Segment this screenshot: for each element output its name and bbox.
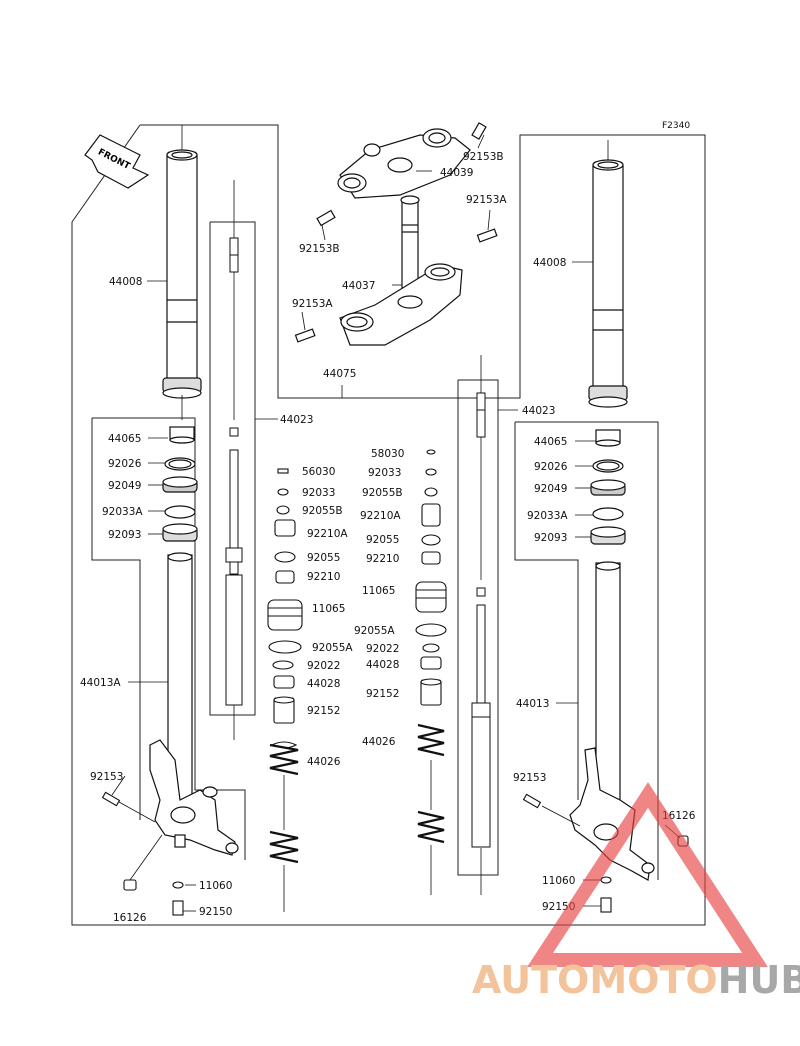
label-92055A-mid: 92055A [312, 642, 353, 654]
label-44023-right: 44023 [522, 405, 555, 417]
label-92055A-right: 92055A [354, 625, 395, 637]
label-44065-left: 44065 [108, 433, 141, 445]
label-92055B-right: 92055B [362, 487, 403, 499]
left-seal-stack [162, 426, 198, 542]
label-44039: 44039 [440, 167, 473, 179]
label-44065-right: 44065 [534, 436, 567, 448]
label-56030: 56030 [302, 466, 335, 478]
outer-tube-right [588, 140, 628, 408]
label-92055-mid: 92055 [307, 552, 340, 564]
label-92152-mid: 92152 [307, 705, 340, 717]
label-11060-left: 11060 [199, 880, 232, 892]
inner-tube-right [569, 561, 655, 881]
upper-triple-clamp [316, 122, 487, 227]
watermark-part2: HUB [718, 958, 800, 1002]
label-58030: 58030 [371, 448, 404, 460]
leader-lines [111, 134, 681, 912]
label-44028-right: 44028 [366, 659, 399, 671]
label-92049-right: 92049 [534, 483, 567, 495]
figure-code: F2340 [662, 121, 690, 131]
label-92210A-right: 92210A [360, 510, 401, 522]
label-92033-right: 92033 [368, 467, 401, 479]
label-44028-mid: 44028 [307, 678, 340, 690]
label-11065-right: 11065 [362, 585, 395, 597]
label-44008-right: 44008 [533, 257, 566, 269]
label-92150-left: 92150 [199, 906, 232, 918]
watermark-text-auto: AUTOMOTOHUB [472, 958, 800, 1002]
watermark-logo: AUTOMOTOHUB [472, 782, 800, 1002]
label-92153A-top: 92153A [466, 194, 507, 206]
steering-stem [294, 195, 498, 346]
right-seal-stack [590, 429, 626, 545]
label-44026-mid: 44026 [307, 756, 341, 768]
watermark-triangle [527, 782, 768, 967]
outer-tube-left [162, 125, 202, 420]
label-92153B-left: 92153B [299, 243, 340, 255]
front-arrow-marker: FRONT [84, 134, 150, 189]
label-92210A-mid: 92210A [307, 528, 348, 540]
watermark-part1: AUTOMOTO [472, 958, 718, 1002]
label-92153B-top: 92153B [463, 151, 504, 163]
label-44026-right: 44026 [362, 736, 396, 748]
label-92055B-mid: 92055B [302, 505, 343, 517]
mid-right-parts [415, 449, 447, 895]
label-44013: 44013 [516, 698, 549, 710]
label-44013A: 44013A [80, 677, 121, 689]
label-44008-left: 44008 [109, 276, 142, 288]
label-16126-left: 16126 [113, 912, 147, 924]
label-92022-mid: 92022 [307, 660, 340, 672]
label-92049-left: 92049 [108, 480, 141, 492]
label-44075: 44075 [323, 368, 356, 380]
label-92210-mid: 92210 [307, 571, 340, 583]
label-92026-left: 92026 [108, 458, 142, 470]
damper-rod-right [471, 355, 491, 895]
label-92153-right: 92153 [513, 772, 546, 784]
label-92055-right: 92055 [366, 534, 399, 546]
label-92152-right: 92152 [366, 688, 399, 700]
label-92153A-left: 92153A [292, 298, 333, 310]
label-92033A-left: 92033A [102, 506, 143, 518]
label-92022-right: 92022 [366, 643, 399, 655]
label-44023-left: 44023 [280, 414, 313, 426]
label-92033A-right: 92033A [527, 510, 568, 522]
label-92093-left: 92093 [108, 529, 141, 541]
label-44037: 44037 [342, 280, 375, 292]
frame-outlines [71, 124, 706, 926]
label-11065-mid: 11065 [312, 603, 345, 615]
inner-tube-left [149, 552, 239, 856]
part-labels: 92153B 44039 92153A 92153B 44037 92153A … [80, 151, 696, 924]
label-92210-right: 92210 [366, 553, 399, 565]
label-92153-left: 92153 [90, 771, 123, 783]
mid-left-parts [267, 468, 303, 912]
label-92026-right: 92026 [534, 461, 568, 473]
label-11060-right: 11060 [542, 875, 575, 887]
label-92093-right: 92093 [534, 532, 567, 544]
damper-rod-left [225, 180, 243, 740]
label-92033-mid: 92033 [302, 487, 335, 499]
